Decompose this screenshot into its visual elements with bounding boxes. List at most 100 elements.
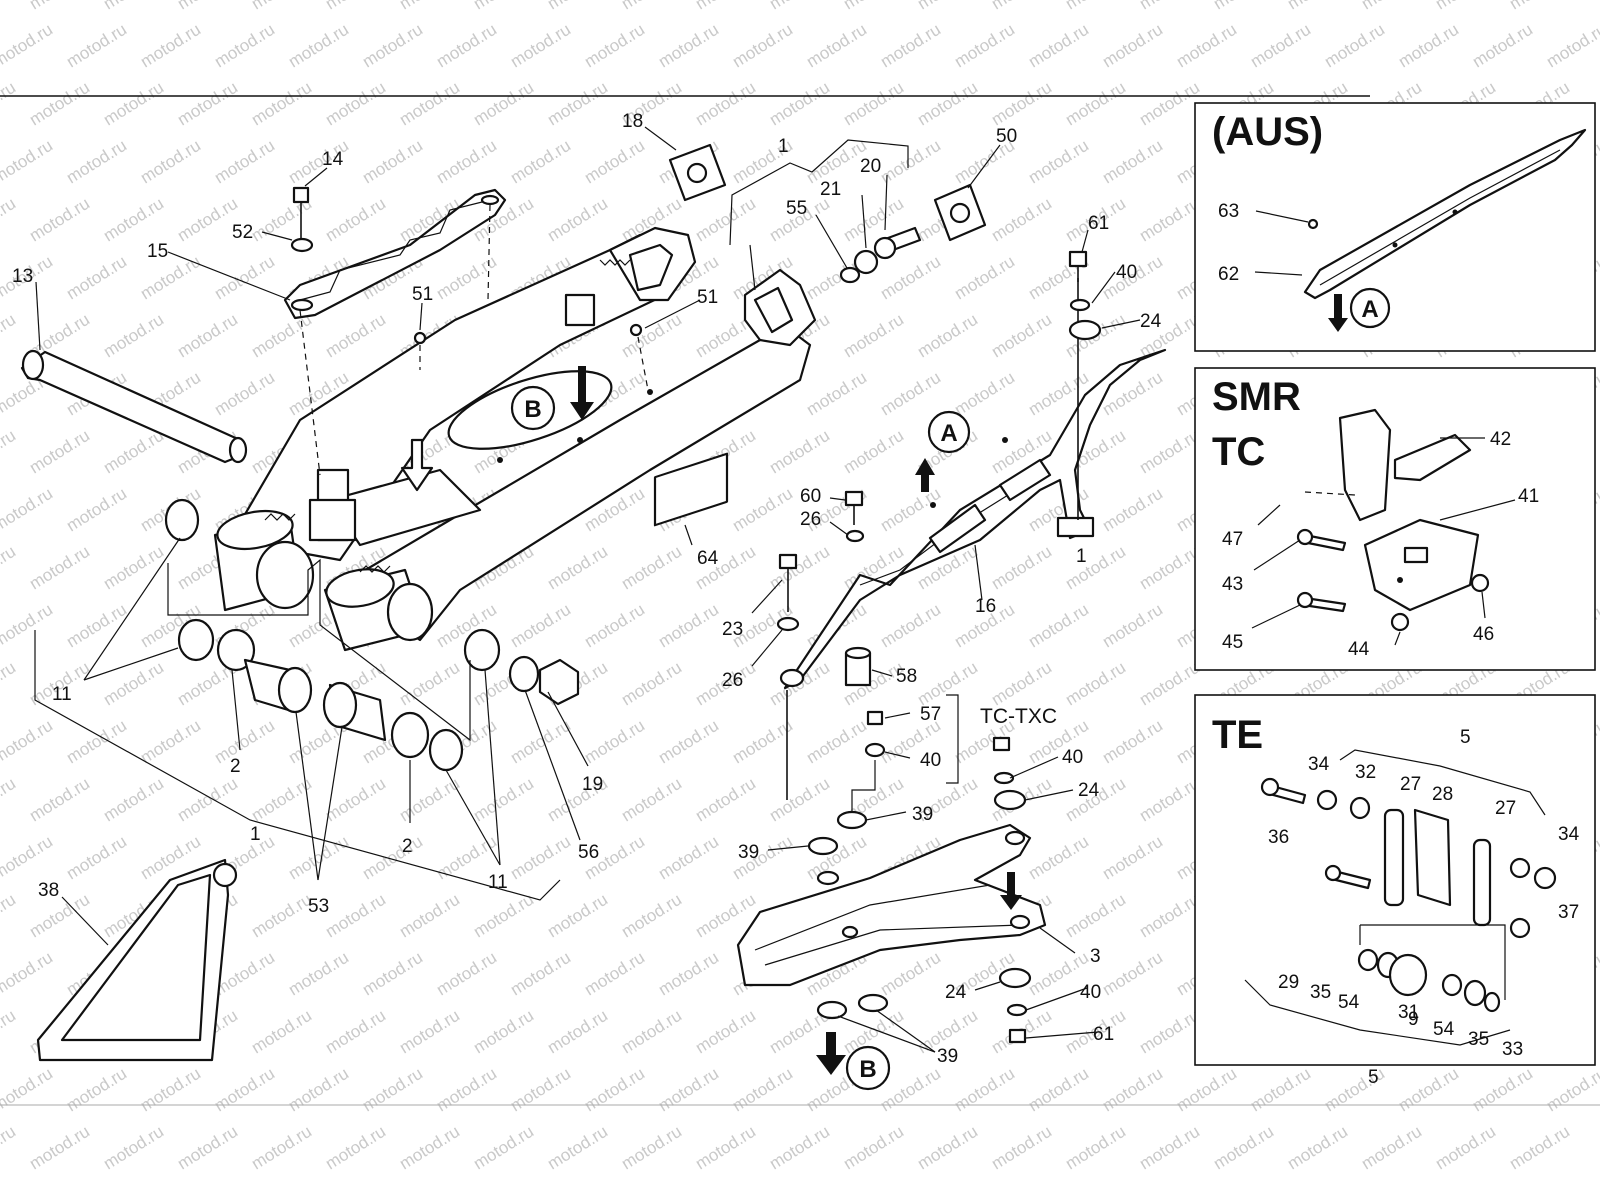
svg-text:44: 44: [1348, 639, 1370, 660]
watermark-text: motod.ru: [1136, 0, 1203, 13]
svg-text:54: 54: [1338, 992, 1360, 1013]
hollow-arrow: [400, 438, 434, 492]
watermark-text: motod.ru: [359, 948, 426, 1000]
svg-text:A: A: [1361, 296, 1378, 323]
watermark-text: motod.ru: [433, 136, 500, 188]
watermark-text: motod.ru: [322, 1006, 389, 1058]
slider-fastener-stack-bottom: [998, 967, 1032, 1044]
callout-40-top: 40: [1116, 262, 1137, 283]
watermark-text: motod.ru: [396, 658, 463, 710]
svg-text:TC-TXC: TC-TXC: [980, 705, 1057, 728]
watermark-text: motod.ru: [581, 948, 648, 1000]
watermark-text: motod.ru: [248, 0, 315, 13]
watermark-text: motod.ru: [0, 20, 56, 72]
watermark-text: motod.ru: [1025, 20, 1092, 72]
watermark-text: motod.ru: [433, 1064, 500, 1116]
watermark-text: motod.ru: [470, 78, 537, 130]
callouts-main: [35, 126, 1141, 1053]
watermark-text: motod.ru: [877, 20, 944, 72]
assembly-1-bracket: [34, 630, 561, 901]
watermark-text: motod.ru: [840, 0, 907, 13]
callout-21: 21: [820, 179, 841, 200]
callout-51a: 51: [412, 284, 433, 305]
watermark-text: motod.ru: [248, 890, 315, 942]
watermark-text: motod.ru: [174, 194, 241, 246]
svg-text:46: 46: [1473, 624, 1494, 645]
arrow-down-slider: [1000, 872, 1022, 910]
callout-19: 19: [582, 774, 603, 795]
watermark-text: motod.ru: [1136, 658, 1203, 710]
watermark-text: motod.ru: [544, 1122, 611, 1174]
smr-fasteners: [1296, 491, 1490, 632]
watermark-text: motod.ru: [211, 136, 278, 188]
watermark-text: motod.ru: [581, 600, 648, 652]
watermark-text: motod.ru: [26, 78, 93, 130]
svg-text:37: 37: [1558, 902, 1579, 923]
panel-smr-tc: SMR TC 42 41 47 43 45 44 46: [1194, 367, 1596, 671]
watermark-text: motod.ru: [692, 1122, 759, 1174]
callout-1-top: 1: [778, 136, 789, 157]
watermark-text: motod.ru: [618, 542, 685, 594]
watermark-text: motod.ru: [1099, 948, 1166, 1000]
watermark-text: motod.ru: [951, 20, 1018, 72]
watermark-text: motod.ru: [0, 948, 56, 1000]
callout-39-bot: 39: [937, 1046, 958, 1067]
watermark-text: motod.ru: [0, 194, 19, 246]
watermark-text: motod.ru: [1506, 1122, 1573, 1174]
watermark-text: motod.ru: [100, 542, 167, 594]
callout-16: 16: [975, 596, 996, 617]
watermark-text: motod.ru: [729, 20, 796, 72]
watermark-text: motod.ru: [544, 890, 611, 942]
leader-15-rear: [487, 204, 491, 301]
chain-slider-3: [736, 823, 1047, 987]
watermark-text: motod.ru: [1173, 20, 1240, 72]
watermark-text: motod.ru: [322, 310, 389, 362]
svg-text:(AUS): (AUS): [1212, 110, 1323, 154]
watermark-text: motod.ru: [544, 0, 611, 13]
watermark-text: motod.ru: [1099, 716, 1166, 768]
watermark-text: motod.ru: [63, 600, 130, 652]
callout-52: 52: [232, 222, 253, 243]
watermark-text: motod.ru: [1062, 890, 1129, 942]
callout-13: 13: [12, 266, 33, 287]
svg-text:31: 31: [1398, 1002, 1419, 1023]
leader-15-arm: [299, 309, 321, 476]
callout-24-bot: 24: [945, 982, 967, 1003]
watermark-text: motod.ru: [1506, 0, 1573, 13]
svg-text:32: 32: [1355, 762, 1376, 783]
svg-text:45: 45: [1222, 632, 1243, 653]
watermark-text: motod.ru: [914, 658, 981, 710]
watermark-text: motod.ru: [0, 310, 19, 362]
watermark-text: motod.ru: [729, 716, 796, 768]
watermark-text: motod.ru: [1543, 1064, 1600, 1116]
svg-text:34: 34: [1558, 824, 1580, 845]
svg-text:5: 5: [1368, 1067, 1379, 1088]
callout-58: 58: [896, 666, 917, 687]
svg-text:36: 36: [1268, 827, 1289, 848]
watermark-text: motod.ru: [988, 1122, 1055, 1174]
watermark-text: motod.ru: [100, 78, 167, 130]
watermark-text: motod.ru: [1136, 78, 1203, 130]
watermark-text: motod.ru: [914, 310, 981, 362]
svg-text:47: 47: [1222, 529, 1243, 550]
callout-2b: 2: [402, 836, 413, 857]
marker-b-bottom: B: [816, 1032, 891, 1091]
svg-text:28: 28: [1432, 784, 1453, 805]
watermark-text: motod.ru: [803, 20, 870, 72]
watermark-text: motod.ru: [359, 832, 426, 884]
bearing-group-bracket: [167, 558, 471, 742]
watermark-text: motod.ru: [618, 774, 685, 826]
watermark-text: motod.ru: [248, 1122, 315, 1174]
watermark-text: motod.ru: [0, 832, 56, 884]
watermark-text: motod.ru: [544, 194, 611, 246]
watermark-text: motod.ru: [581, 20, 648, 72]
watermark-text: motod.ru: [174, 78, 241, 130]
watermark-text: motod.ru: [988, 0, 1055, 13]
watermark-text: motod.ru: [1136, 542, 1203, 594]
watermark-text: motod.ru: [655, 716, 722, 768]
watermark-text: motod.ru: [1025, 832, 1092, 884]
watermark-text: motod.ru: [26, 426, 93, 478]
watermark-text: motod.ru: [1062, 658, 1129, 710]
watermark-text: motod.ru: [100, 310, 167, 362]
